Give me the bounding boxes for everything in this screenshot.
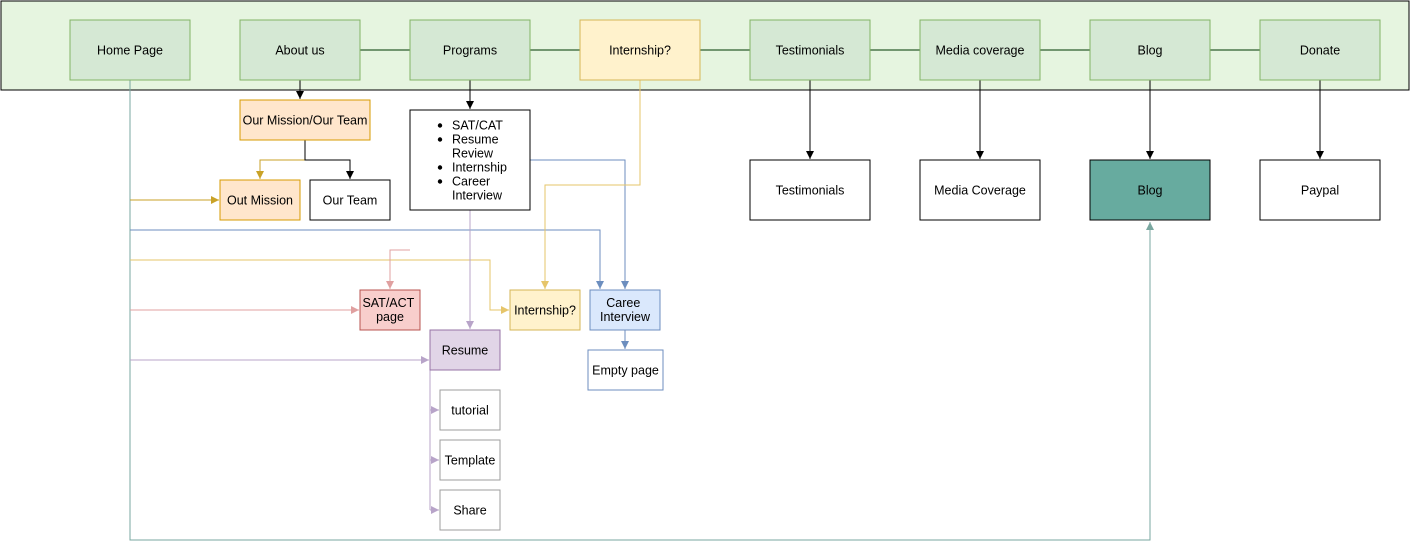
node-our-team[interactable]: Our Team [309,179,391,221]
page-sat-act-line1: SAT/ACT [362,296,414,310]
node-our-team-label: Our Team [323,194,378,208]
nav-blog-label: Blog [1137,44,1162,58]
edge-mission-team-to-our-team [304,140,354,179]
nav-programs[interactable]: Programs [409,19,531,81]
page-media-coverage[interactable]: Media Coverage [919,159,1041,221]
nav-media-coverage-label: Media coverage [936,44,1025,58]
page-testimonials[interactable]: Testimonials [749,159,871,221]
nav-blog[interactable]: Blog [1089,19,1211,81]
page-internship-label: Internship? [514,304,576,318]
page-career-interview-label: Caree Interview [600,296,651,324]
programs-item-career-interview: Career Interview [452,175,503,203]
page-blog[interactable]: Blog [1089,159,1211,221]
programs-item-career-interview-line2: Interview [452,189,503,203]
page-career-interview-line1: Caree [606,296,640,310]
nav-home-page-label: Home Page [97,44,163,58]
page-template-label: Template [445,454,496,468]
page-blog-label: Blog [1137,184,1162,198]
nav-media-coverage[interactable]: Media coverage [919,19,1041,81]
page-empty-label: Empty page [592,364,659,378]
nav-testimonials[interactable]: Testimonials [749,19,871,81]
page-resume[interactable]: Resume [429,329,501,371]
nav-about-us-label: About us [275,44,324,58]
page-template[interactable]: Template [439,439,501,481]
edge-home-to-internship [130,259,509,314]
bullet-internship [437,165,443,170]
edge-internship-nav-to-page [541,80,641,289]
bullet-resume-review [437,137,443,142]
programs-item-resume-review: Resume Review [452,133,502,161]
programs-item-sat-cat: SAT/CAT [452,119,503,133]
page-paypal[interactable]: Paypal [1259,159,1381,221]
page-share-label: Share [453,504,486,518]
page-media-coverage-label: Media Coverage [934,184,1026,198]
nav-home-page[interactable]: Home Page [69,19,191,81]
programs-item-internship: Internship [452,161,507,175]
node-mission-team[interactable]: Our Mission/Our Team [239,99,371,141]
bullet-career-interview [437,179,443,184]
edge-mission-team-to-out-mission [256,140,306,179]
page-career-interview-line2: Interview [600,310,651,324]
node-programs-list[interactable]: SAT/CAT Resume Review Internship Career … [409,109,531,211]
nav-donate-label: Donate [1300,44,1340,58]
bullet-sat-cat [437,123,443,128]
programs-item-career-interview-line1: Career [452,175,490,189]
page-sat-act-line2: page [376,310,404,324]
page-share[interactable]: Share [439,489,501,531]
page-paypal-label: Paypal [1301,184,1339,198]
nav-about-us[interactable]: About us [239,19,361,81]
programs-item-resume-review-line2: Review [452,147,494,161]
nav-testimonials-label: Testimonials [776,44,845,58]
page-tutorial-label: tutorial [451,404,489,418]
page-empty[interactable]: Empty page [587,349,664,391]
programs-item-resume-review-line1: Resume [452,133,499,147]
nav-internship[interactable]: Internship? [579,19,701,81]
node-mission-team-label: Our Mission/Our Team [243,114,368,128]
page-testimonials-label: Testimonials [776,184,845,198]
page-internship[interactable]: Internship? [509,289,581,331]
nav-internship-label: Internship? [609,44,671,58]
nav-programs-label: Programs [443,44,497,58]
page-tutorial[interactable]: tutorial [439,389,501,431]
page-resume-label: Resume [442,344,489,358]
page-sat-act-label: SAT/ACT page [362,296,417,324]
edge-list-to-sat-act [386,249,410,289]
page-career-interview[interactable]: Caree Interview [589,289,661,331]
node-out-mission[interactable]: Out Mission [219,179,301,221]
nav-donate[interactable]: Donate [1259,19,1381,81]
node-out-mission-label: Out Mission [227,194,293,208]
edge-list-to-career-interview [530,159,629,289]
edge-home-to-career-interview [130,229,604,289]
page-sat-act[interactable]: SAT/ACT page [359,289,421,331]
